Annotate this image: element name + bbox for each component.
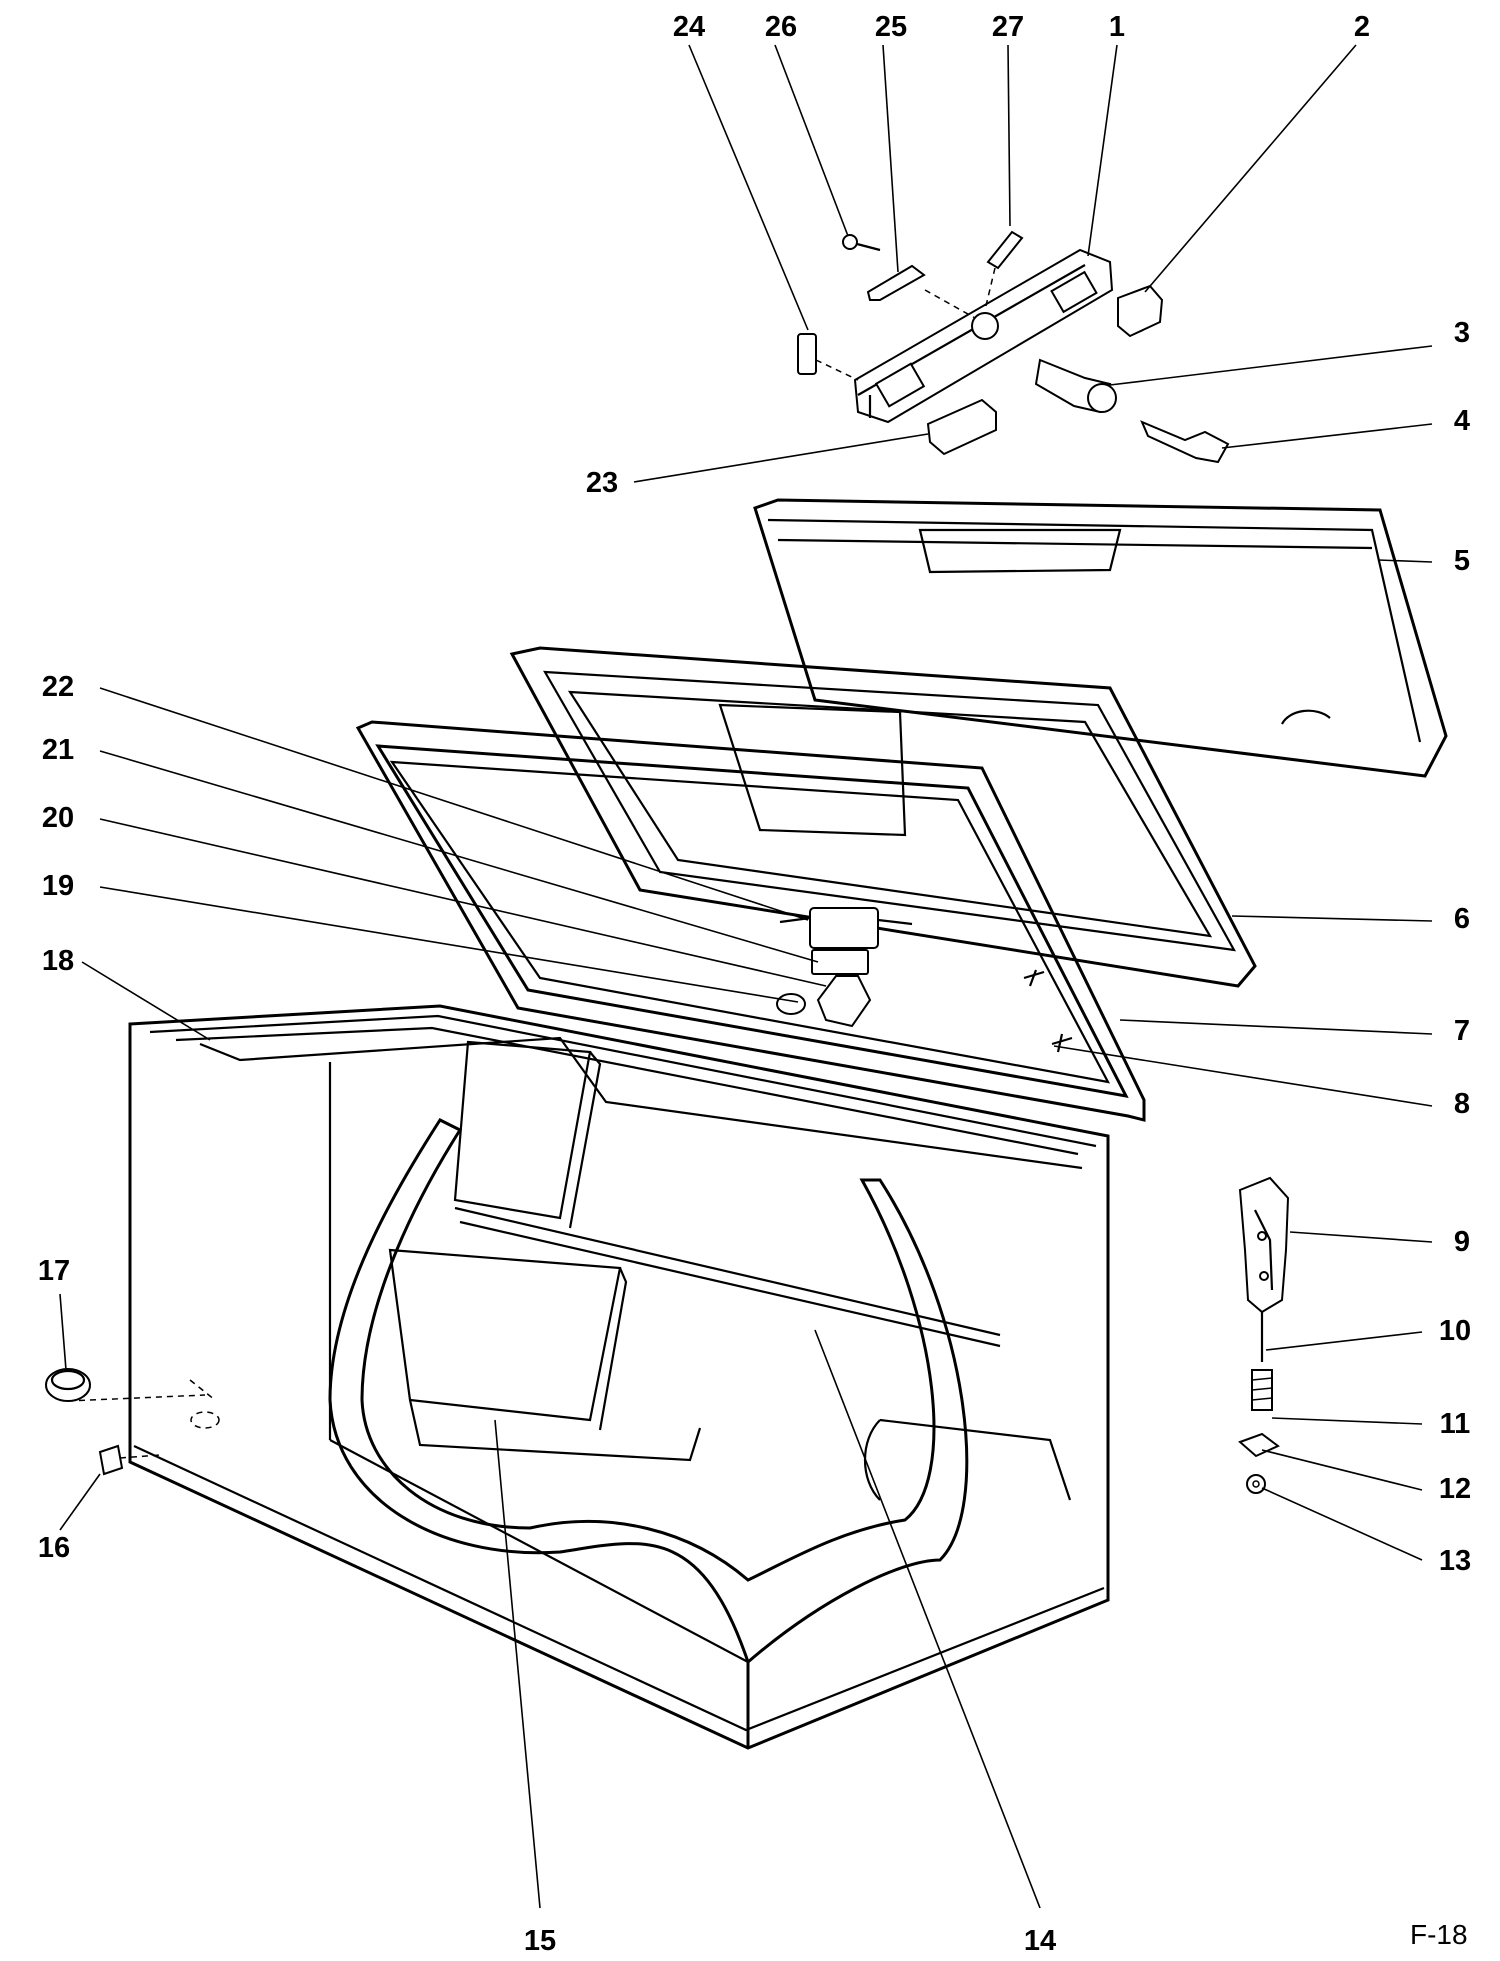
callout-17: 17 (38, 1255, 70, 1287)
lid-gasket-7 (355, 720, 1146, 1122)
callout-3: 3 (1454, 317, 1470, 349)
outer-lid-5 (753, 498, 1448, 778)
lid-hardware (776, 907, 1073, 1053)
inner-lid-liner-6 (509, 646, 1257, 988)
callout-19: 19 (42, 870, 74, 902)
callout-18: 18 (42, 945, 74, 977)
callout-26: 26 (765, 11, 797, 43)
callout-21: 21 (42, 734, 74, 766)
callout-12: 12 (1439, 1473, 1471, 1505)
callout-13: 13 (1439, 1545, 1471, 1577)
callout-24: 24 (673, 11, 705, 43)
handle-assembly (797, 230, 1230, 464)
callout-11: 11 (1440, 1408, 1471, 1440)
callout-6: 6 (1454, 903, 1470, 935)
cabinet-body (128, 1004, 1110, 1750)
callout-23: 23 (586, 467, 618, 499)
callout-5: 5 (1454, 545, 1470, 577)
callout-9: 9 (1454, 1226, 1470, 1258)
callout-16: 16 (38, 1532, 70, 1564)
callout-10: 10 (1439, 1315, 1471, 1347)
callout-22: 22 (42, 671, 74, 703)
baskets-15 (388, 1040, 1001, 1462)
callout-4: 4 (1454, 405, 1470, 437)
callout-7: 7 (1454, 1015, 1470, 1047)
callout-labels: 1 2 3 4 5 6 7 8 9 10 11 12 13 14 15 16 1… (38, 11, 1471, 1957)
hinge-assembly (1238, 1176, 1290, 1494)
gasket-seal-14 (328, 1118, 969, 1665)
callout-20: 20 (42, 802, 74, 834)
callout-15: 15 (524, 1925, 556, 1957)
callout-2: 2 (1354, 11, 1370, 43)
callout-1: 1 (1109, 11, 1125, 43)
thermostat-knob-17 (45, 1368, 220, 1429)
callout-25: 25 (875, 11, 907, 43)
callout-27: 27 (992, 11, 1024, 43)
indicator-light-16 (98, 1444, 161, 1476)
figure-label: F-18 (1410, 1919, 1468, 1950)
callout-8: 8 (1454, 1088, 1470, 1120)
leader-lines (59, 44, 1433, 1909)
callout-14: 14 (1024, 1925, 1056, 1957)
